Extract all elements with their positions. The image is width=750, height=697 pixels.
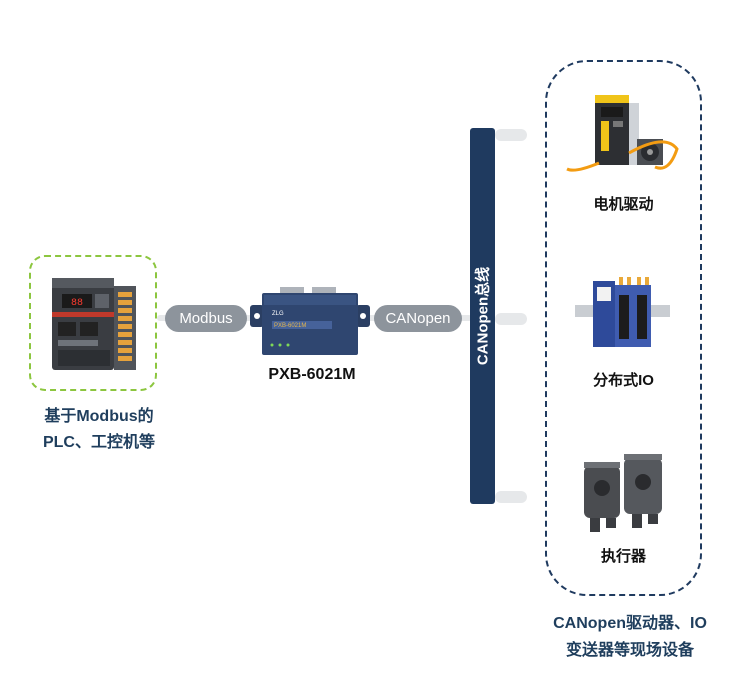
- field-devices-caption: CANopen驱动器、IO 变送器等现场设备: [520, 610, 740, 664]
- servo-drive-icon: [566, 95, 679, 172]
- gateway-icon: ZLG PXB-6021M: [250, 287, 370, 355]
- distributed-io-icon: [575, 277, 670, 347]
- field-device-label-servo: 电机驱动: [593, 196, 654, 213]
- bus-stub-bottom: [495, 491, 527, 503]
- modbus-link-label: Modbus: [165, 305, 247, 332]
- field-devices-frame: [545, 60, 702, 596]
- field-device-label-io: 分布式IO: [593, 372, 654, 389]
- plc-caption-line2: PLC、工控机等: [42, 434, 155, 451]
- svg-text:88: 88: [71, 298, 83, 309]
- plc-icon: 88: [52, 278, 136, 370]
- svg-text:ZLG: ZLG: [272, 311, 284, 317]
- bus-stub-middle: [495, 313, 527, 325]
- field-caption-line2: 变送器等现场设备: [565, 642, 694, 659]
- canopen-bus-bar: [470, 128, 495, 504]
- field-device-label-actuator: 执行器: [600, 548, 646, 565]
- gateway-name: PXB-6021M: [268, 366, 356, 383]
- plc-device-frame: [29, 255, 157, 391]
- canopen-bus-label: CANopen总线: [474, 266, 492, 366]
- bus-stub-top: [495, 129, 527, 141]
- actuator-icon: [584, 454, 662, 532]
- svg-text:PXB-6021M: PXB-6021M: [274, 323, 306, 329]
- field-caption-line1: CANopen驱动器、IO: [553, 615, 707, 632]
- plc-caption: 基于Modbus的 PLC、工控机等: [4, 404, 194, 456]
- canopen-link-label: CANopen: [374, 305, 462, 332]
- plc-caption-line1: 基于Modbus的: [44, 408, 154, 425]
